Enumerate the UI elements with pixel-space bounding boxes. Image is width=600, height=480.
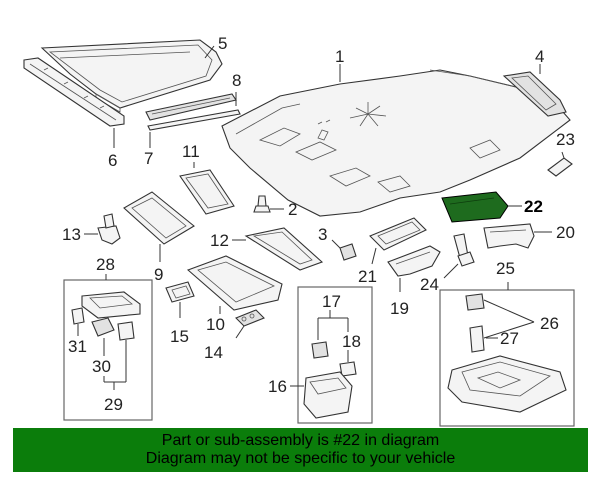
callout-16: 16: [268, 377, 287, 396]
part-24-bracket[interactable]: [453, 233, 475, 267]
callout-23: 23: [556, 130, 575, 149]
group-box-28: [63, 279, 153, 421]
part-15-lamp[interactable]: [165, 281, 195, 303]
callout-11: 11: [182, 142, 200, 161]
part-18-bulb[interactable]: [339, 361, 357, 377]
part-22-highlighted[interactable]: [441, 191, 509, 223]
part-14-switch[interactable]: [235, 309, 265, 327]
part-20-grab-handle[interactable]: [483, 223, 535, 249]
group-box-16: [297, 286, 373, 424]
part-13-hook[interactable]: [97, 213, 121, 245]
part-11-panel[interactable]: [179, 169, 235, 215]
callout-25: 25: [496, 259, 515, 278]
info-line-1: Part or sub-assembly is #22 in diagram: [161, 432, 440, 449]
callout-5: 5: [218, 34, 227, 53]
callout-9: 9: [154, 265, 163, 284]
part-3-clip[interactable]: [339, 243, 357, 261]
part-5-sunshade-panel[interactable]: [40, 39, 223, 113]
part-9-sunvisor[interactable]: [123, 191, 195, 245]
callout-15: 15: [170, 327, 189, 346]
callout-3: 3: [318, 225, 327, 244]
callout-19: 19: [390, 299, 409, 318]
part-30-lens[interactable]: [91, 317, 135, 341]
part-28-console[interactable]: [81, 291, 141, 319]
callout-2: 2: [288, 200, 297, 219]
part-12-panel[interactable]: [244, 227, 324, 271]
part-31-bulb[interactable]: [71, 307, 85, 325]
callout-31: 31: [68, 337, 87, 356]
part-27-bulb[interactable]: [469, 325, 485, 353]
callout-4: 4: [535, 47, 544, 66]
callout-7: 7: [144, 149, 153, 168]
part-25-console-assembly[interactable]: [447, 355, 567, 413]
part-26-switch[interactable]: [465, 293, 485, 311]
part-6-rail[interactable]: [23, 57, 125, 127]
callout-20: 20: [556, 223, 575, 242]
callout-24: 24: [420, 275, 439, 294]
group-box-25: [439, 289, 575, 427]
callout-26: 26: [540, 314, 559, 333]
callout-28: 28: [96, 255, 115, 274]
callout-30: 30: [92, 357, 111, 376]
callout-8: 8: [232, 71, 241, 90]
callout-17: 17: [322, 292, 341, 311]
part-1-headliner[interactable]: [221, 69, 571, 217]
callout-6: 6: [108, 151, 117, 170]
callout-13: 13: [62, 225, 81, 244]
callout-12: 12: [210, 231, 229, 250]
part-23-clip[interactable]: [547, 157, 573, 177]
highlight-22-shape: [441, 191, 509, 223]
callout-21: 21: [358, 267, 377, 286]
part-19-handle[interactable]: [387, 245, 441, 277]
callout-29: 29: [104, 395, 123, 414]
callout-22: 22: [524, 197, 543, 216]
callout-18: 18: [342, 332, 361, 351]
part-10-sunvisor[interactable]: [186, 255, 283, 311]
part-16-lamp-housing[interactable]: [303, 371, 353, 419]
callout-1: 1: [335, 47, 344, 66]
part-4-cover[interactable]: [502, 71, 567, 117]
callout-27: 27: [500, 329, 519, 348]
callout-10: 10: [206, 315, 225, 334]
part-21-housing[interactable]: [369, 217, 427, 251]
part-17-bulb-socket[interactable]: [311, 341, 329, 359]
info-banner: Part or sub-assembly is #22 in diagram D…: [13, 428, 588, 472]
part-2-clip[interactable]: [253, 195, 271, 213]
info-line-2: Diagram may not be specific to your vehi…: [145, 450, 456, 467]
callout-14: 14: [204, 343, 223, 362]
